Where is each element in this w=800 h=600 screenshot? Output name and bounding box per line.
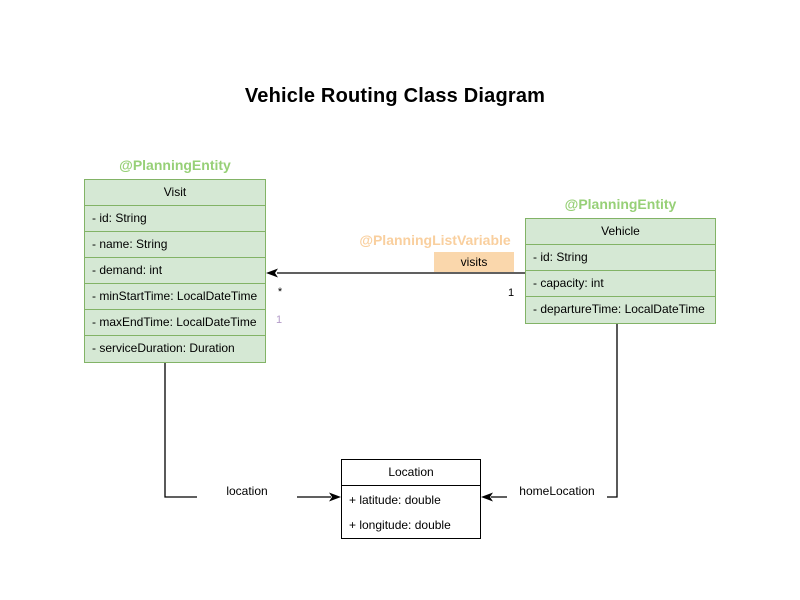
class-visit-attribute: - serviceDuration: Duration: [92, 341, 235, 355]
class-visit-attribute: - name: String: [85, 232, 265, 258]
class-visit: Visit - id: String - name: String - dema…: [84, 179, 266, 363]
edge-location-arrowhead: [329, 492, 341, 502]
class-visit-attribute: - demand: int: [85, 258, 265, 284]
visits-target-multiplicity: *: [277, 286, 283, 298]
class-location-name: Location: [342, 460, 480, 486]
class-visit-attribute: - id: String: [85, 206, 265, 232]
class-vehicle-name: Vehicle: [526, 219, 715, 245]
visit-planning-entity-annotation: @PlanningEntity: [119, 157, 231, 173]
edge-location-line: [164, 361, 331, 498]
edge-homelocation-line: [491, 322, 618, 498]
class-vehicle: Vehicle - id: String - capacity: int - d…: [525, 218, 716, 324]
edge-homelocation-arrowhead: [481, 492, 493, 502]
class-vehicle-attribute: - capacity: int: [526, 271, 715, 297]
visits-source-multiplicity: 1: [507, 287, 515, 299]
class-location-attribute: + longitude: double: [349, 518, 451, 532]
edge-visits-label: visits: [434, 252, 514, 272]
class-vehicle-attribute: - departureTime: LocalDateTime: [533, 302, 705, 316]
edge-homelocation-label: homeLocation: [507, 484, 607, 498]
class-visit-attribute: - minStartTime: LocalDateTime: [85, 284, 265, 310]
class-vehicle-attribute: - id: String: [526, 245, 715, 271]
class-location-attribute: + latitude: double: [349, 493, 441, 507]
class-visit-name: Visit: [85, 180, 265, 206]
visits-planning-list-variable-annotation: @PlanningListVariable: [359, 232, 511, 248]
class-visit-attribute: - maxEndTime: LocalDateTime: [85, 310, 265, 336]
class-location: Location + latitude: double + longitude:…: [341, 459, 481, 539]
edge-visits-arrowhead: [266, 268, 278, 278]
visits-secondary-multiplicity: 1: [275, 314, 283, 326]
edge-location-label: location: [197, 484, 297, 498]
diagram-title: Vehicle Routing Class Diagram: [244, 85, 546, 107]
vehicle-planning-entity-annotation: @PlanningEntity: [564, 196, 677, 212]
